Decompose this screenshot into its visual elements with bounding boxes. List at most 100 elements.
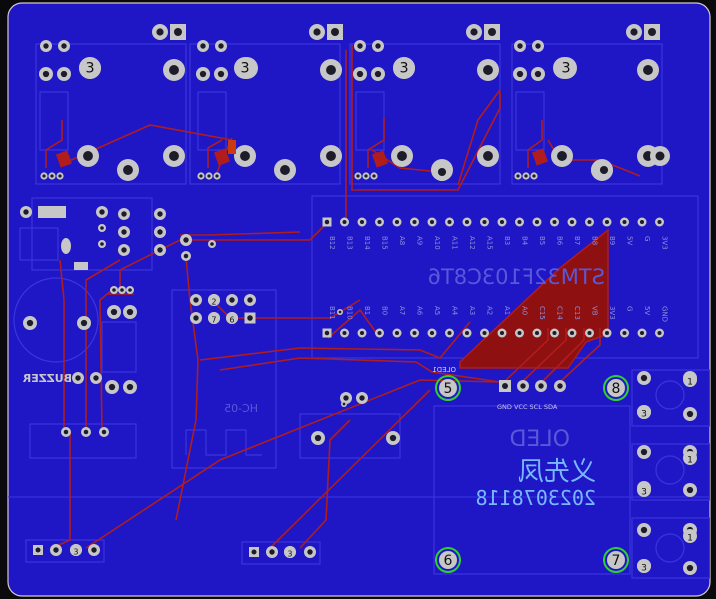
button-circle bbox=[655, 455, 685, 485]
mcu-pin-label-top: B9 bbox=[608, 236, 616, 245]
mirrored-silk-text: STM32F103C8T6 OLED BUZZER HC-05 OLED1 bbox=[22, 265, 605, 452]
mcu-bottom-pin bbox=[375, 328, 384, 338]
cap-pad bbox=[123, 305, 137, 319]
smd-diode-d4 bbox=[531, 148, 549, 166]
cap-pad bbox=[180, 234, 192, 246]
trace-10 bbox=[180, 231, 301, 236]
relay-k2-outline bbox=[189, 43, 341, 185]
relay-transistor-pad bbox=[197, 172, 205, 180]
mcu-top-pin bbox=[655, 217, 664, 227]
oled-header-label: GND VCC SCL SDA bbox=[497, 403, 558, 411]
mcu-pin-label-bottom: C13 bbox=[573, 306, 581, 320]
svg-text:7: 7 bbox=[212, 316, 217, 325]
mount-hole-hole6: 6 bbox=[435, 547, 461, 573]
relay-no-pad bbox=[637, 59, 659, 81]
trace-4 bbox=[367, 118, 385, 168]
mcu-bottom-pin bbox=[655, 328, 664, 338]
net-label-hdr2: 3 bbox=[284, 546, 296, 559]
net-label-btn2_a: 1 bbox=[683, 451, 697, 466]
mcu-top-pin bbox=[392, 217, 402, 227]
net-label-relay3: 3 bbox=[393, 57, 415, 79]
mcu-pin-label-top: G bbox=[643, 236, 651, 241]
mcu-pin-label-bottom: A3 bbox=[468, 306, 476, 315]
trace-5 bbox=[527, 120, 543, 168]
net-label-btn2_b: 3 bbox=[637, 483, 651, 498]
mcu-bottom-pin bbox=[410, 328, 419, 338]
relay-no-pad bbox=[477, 59, 499, 81]
mcu-pin-label-top: 5V bbox=[626, 236, 634, 245]
trace-25 bbox=[541, 328, 585, 383]
mcu-pin-label-top: B3 bbox=[503, 236, 511, 245]
traces-layer bbox=[45, 45, 641, 549]
relay-pad-d bbox=[57, 67, 71, 81]
buzzer-pin bbox=[77, 316, 91, 330]
button-pad-c bbox=[683, 483, 697, 497]
mcu-pin-label-top: B13 bbox=[346, 236, 354, 250]
mcu-top-pin bbox=[567, 217, 577, 227]
hc05-pin bbox=[226, 294, 238, 306]
mcu-top-pin bbox=[497, 217, 507, 227]
hc05-pin bbox=[190, 312, 202, 324]
svg-text:1: 1 bbox=[687, 378, 693, 388]
relay-k1-coil bbox=[39, 91, 69, 151]
mcu-bottom-pin bbox=[462, 328, 472, 338]
relay-no-pad bbox=[163, 59, 185, 81]
net-label-r_mid_a: 2 bbox=[208, 294, 220, 307]
svg-text:3: 3 bbox=[288, 550, 293, 559]
button-3-outline bbox=[631, 517, 710, 579]
hc05-outline bbox=[171, 289, 277, 469]
mcu-label: STM32F103C8T6 bbox=[428, 265, 605, 289]
net-label-btn1_b: 3 bbox=[637, 405, 651, 420]
button-pad-d bbox=[637, 523, 651, 537]
mount-hole-number: 7 bbox=[612, 553, 621, 569]
mcu-pin-label-top: B5 bbox=[538, 236, 546, 245]
trace-7 bbox=[351, 45, 501, 191]
mcu-top-pin bbox=[340, 217, 349, 227]
mcu-top-pin bbox=[620, 217, 629, 227]
trace-8 bbox=[457, 89, 501, 186]
mcu-top-pin bbox=[585, 217, 594, 227]
oled-pin-gnd bbox=[499, 380, 511, 392]
mcu-pin-label-bottom: C15 bbox=[538, 306, 546, 320]
reg-pin bbox=[154, 208, 166, 220]
mcu-bottom-pin bbox=[357, 328, 367, 338]
mount-hole-number: 8 bbox=[612, 381, 621, 397]
net-label-btn3_b: 3 bbox=[637, 559, 651, 574]
svg-text:1: 1 bbox=[687, 534, 693, 544]
trace-26 bbox=[521, 328, 567, 383]
relay-coil-pad-a bbox=[197, 40, 209, 52]
svg-text:3: 3 bbox=[74, 548, 79, 557]
buzzer-outline bbox=[13, 277, 99, 363]
relay-out-pad bbox=[274, 159, 296, 181]
relay3-extra-pad bbox=[433, 163, 451, 181]
reg-pin bbox=[118, 244, 130, 256]
mcu-bottom-pin bbox=[322, 328, 332, 338]
led-outline bbox=[299, 413, 401, 459]
smd-pad bbox=[38, 206, 66, 218]
trace-24 bbox=[559, 328, 601, 383]
cap-outline bbox=[101, 321, 137, 373]
regulator-outline bbox=[31, 197, 153, 271]
relay-k4-coil bbox=[515, 91, 545, 151]
relay-coil-pad-a bbox=[354, 40, 366, 52]
relay-com-square-pad bbox=[327, 24, 343, 40]
led2-pad bbox=[340, 392, 352, 404]
mcu-pin-label-bottom: 5V bbox=[643, 306, 651, 315]
mcu-top-pin bbox=[637, 217, 647, 227]
relay-k4-outline bbox=[511, 43, 663, 185]
button-pad-c bbox=[683, 407, 697, 421]
relay-transistor-pad bbox=[48, 172, 56, 180]
mcu-top-pin bbox=[550, 217, 559, 227]
hc05-pin-1 bbox=[244, 312, 256, 324]
mcu-pin-label-top: A10 bbox=[433, 236, 441, 250]
relay-transistor-pad bbox=[522, 172, 530, 180]
relay-transistor-pad bbox=[205, 172, 213, 180]
mcu-top-pin bbox=[480, 217, 489, 227]
trace-16 bbox=[59, 259, 65, 432]
trace-11 bbox=[175, 257, 199, 521]
relay-transistor-pad bbox=[362, 172, 370, 180]
mcu-pin-label-top: B4 bbox=[521, 236, 529, 246]
